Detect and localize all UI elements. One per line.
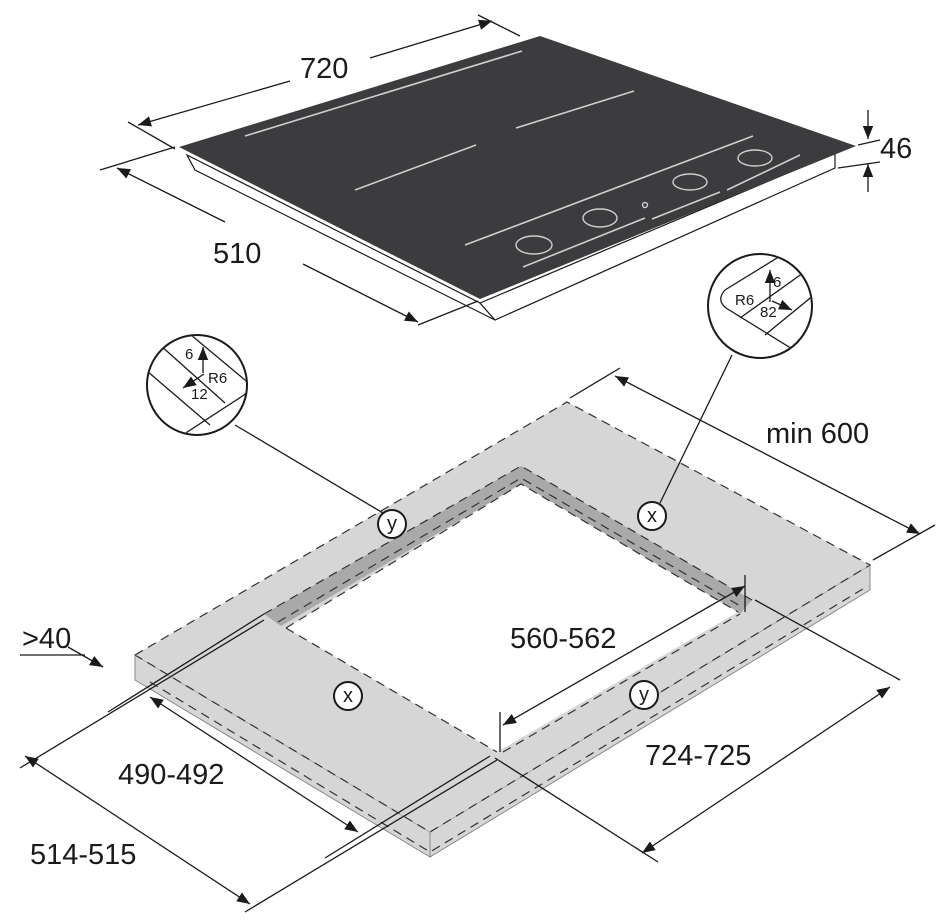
svg-text:R6: R6	[208, 370, 227, 387]
cutout-rebate	[264, 466, 752, 626]
dimension-min-depth: min 600	[569, 367, 936, 561]
inner-depth-label: 490-492	[118, 759, 224, 791]
min-depth-label: min 600	[766, 418, 869, 450]
hob-body-front	[478, 152, 836, 321]
dimension-outer-depth: 514-515	[19, 619, 498, 913]
hob: 720 510 46	[99, 14, 912, 326]
svg-text:y: y	[387, 513, 397, 535]
detail-x-callout: 6 82 R6	[659, 253, 813, 504]
marker-x-left: x	[333, 681, 363, 711]
dimension-front-clearance: >40	[20, 623, 104, 668]
hob-height-label: 46	[880, 133, 912, 165]
outer-width-label: 724-725	[645, 740, 751, 772]
hob-touch-controls[interactable]	[515, 149, 773, 255]
svg-text:82: 82	[760, 304, 777, 321]
svg-text:x: x	[647, 505, 657, 527]
svg-text:y: y	[639, 684, 649, 706]
hob-depth-label: 510	[213, 238, 261, 270]
hob-zone-marks	[244, 50, 801, 268]
hob-width-label: 720	[300, 53, 348, 85]
front-clearance-label: >40	[22, 623, 71, 655]
svg-text:12: 12	[191, 386, 208, 403]
detail-y-callout: 6 12 R6	[146, 334, 384, 514]
dimension-hob-width: 720	[127, 14, 521, 150]
marker-y-back: y	[377, 509, 407, 539]
marker-x-right: x	[637, 501, 667, 531]
inner-width-label: 560-562	[510, 623, 616, 655]
svg-text:x: x	[343, 685, 353, 707]
dimension-outer-width: 724-725	[494, 599, 901, 863]
outer-depth-label: 514-515	[30, 839, 136, 871]
marker-y-front: y	[629, 680, 659, 710]
svg-text:R6: R6	[735, 292, 754, 309]
hob-glass-top	[179, 36, 856, 299]
dimension-inner-width: 560-562	[499, 575, 746, 752]
countertop: min 600 560-562 724-725 490-492	[19, 367, 936, 913]
dimension-hob-height: 46	[837, 110, 912, 192]
svg-text:6: 6	[185, 346, 193, 363]
dimension-hob-depth: 510	[99, 146, 479, 326]
svg-text:6: 6	[773, 274, 781, 291]
